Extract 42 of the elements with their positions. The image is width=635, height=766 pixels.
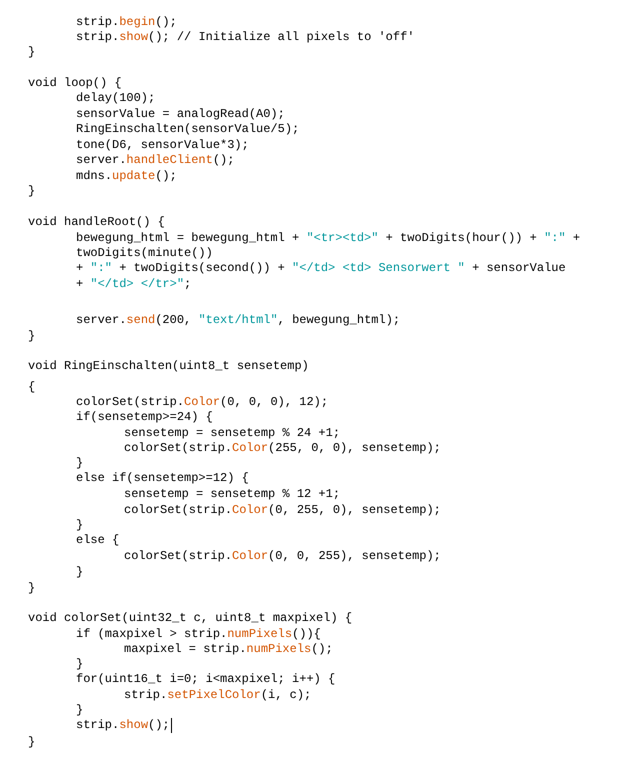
code-line: sensetemp = sensetemp % 24 +1; (124, 426, 340, 440)
code-line: } (28, 328, 36, 344)
code-line: { (28, 380, 36, 394)
code-line: } (76, 564, 84, 580)
code-line: colorSet(strip.Color(255, 0, 0), sensetemp); (124, 440, 441, 456)
code-line: + "</td> </tr>"; (76, 276, 192, 292)
code-line: for(uint16_t i=0; i<maxpixel; i++) { (76, 672, 336, 686)
code-line: server.handleClient(); (76, 152, 234, 168)
code-line: sensorValue = analogRead(A0); (76, 106, 285, 122)
code-line: strip.show(); (76, 718, 170, 732)
code-line: server.send(200, "text/html", bewegung_html); (76, 312, 400, 328)
code-line: mdns.update(); (76, 168, 177, 184)
code-line: void handleRoot() { (28, 214, 165, 230)
code-line: bewegung_html = bewegung_html + "<tr><td>" + twoDigits(hour()) + ":" + (76, 230, 580, 246)
code-line: colorSet(strip.Color(0, 0, 0), 12); (76, 394, 328, 410)
code-line: tone(D6, sensorValue*3); (76, 138, 249, 152)
code-line: RingEinschalten(sensorValue/5); (76, 122, 300, 136)
code-line: twoDigits(minute()) (76, 246, 213, 260)
code-line: } (76, 656, 84, 672)
code-line: } (28, 184, 36, 198)
code-line: } (28, 580, 36, 596)
code-line: } (28, 44, 36, 60)
code-line: if (maxpixel > strip.numPixels()){ (76, 626, 321, 642)
code-line: delay(100); (76, 90, 156, 106)
code-line: strip.setPixelColor(i, c); (124, 688, 312, 702)
code-line: void colorSet(uint32_t c, uint8_t maxpixel) { (28, 610, 352, 626)
code-line: } (76, 456, 84, 470)
code-line: else { (76, 532, 120, 548)
code-line: strip.begin(); (76, 14, 177, 30)
code-line: } (76, 702, 84, 718)
code-line: } (76, 518, 84, 532)
code-line: + ":" + twoDigits(second()) + "</td> <td> Sensorwert " + sensorValue (76, 260, 566, 276)
code-line: if(sensetemp>=24) { (76, 410, 213, 424)
code-line: void RingEinschalten(uint8_t sensetemp) (28, 358, 309, 374)
code-line: colorSet(strip.Color(0, 0, 255), sensetemp); (124, 548, 441, 564)
code-line: maxpixel = strip.numPixels(); (124, 642, 333, 656)
code-line: else if(sensetemp>=12) { (76, 470, 249, 486)
code-line: sensetemp = sensetemp % 12 +1; (124, 486, 340, 502)
code-line: } (28, 734, 36, 750)
code-line: colorSet(strip.Color(0, 255, 0), sensetemp); (124, 502, 441, 518)
code-line: strip.show(); // Initialize all pixels to 'off' (76, 30, 414, 44)
code-line: void loop() { (28, 76, 122, 90)
